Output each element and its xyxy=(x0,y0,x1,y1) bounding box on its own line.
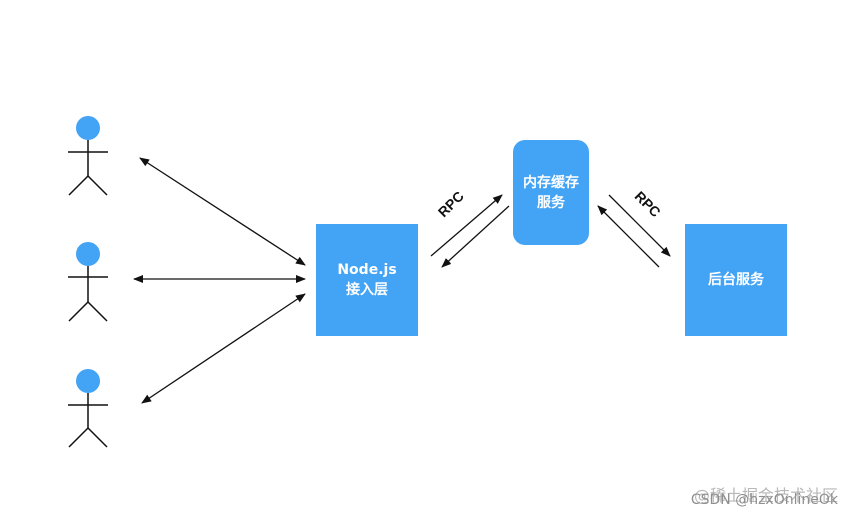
arrow-cache-to-backend xyxy=(608,194,671,257)
arrow-nodejs-to-cache xyxy=(430,194,503,257)
arrow-user3-nodejs xyxy=(141,293,306,404)
arrow-cache-to-nodejs xyxy=(441,205,510,268)
user-head-icon xyxy=(76,242,100,266)
nodejs-node-title: Node.js xyxy=(337,262,397,278)
arrow-user1-nodejs xyxy=(139,157,306,266)
backend-service-node: 后台服务 xyxy=(685,224,787,336)
user-figure-3 xyxy=(68,369,108,448)
watermark-csdn: CSDN @hzxOnlineOk xyxy=(690,492,838,508)
user-head-icon xyxy=(76,116,100,140)
user-figure-2 xyxy=(68,242,108,322)
cache-node-title: 内存缓存 xyxy=(523,174,579,191)
arrow-backend-to-cache xyxy=(597,205,660,268)
nodejs-access-layer-node: Node.js 接入层 xyxy=(316,224,418,336)
memory-cache-service-node: 内存缓存 服务 xyxy=(513,140,589,245)
backend-node-title: 后台服务 xyxy=(708,272,764,288)
user-figure-1 xyxy=(68,116,108,196)
user-head-icon xyxy=(76,369,100,393)
nodejs-node-subtitle: 接入层 xyxy=(346,282,388,298)
watermark-juejin: @稀土掘金技术社区 xyxy=(693,486,838,505)
cache-node-subtitle: 服务 xyxy=(537,194,565,211)
